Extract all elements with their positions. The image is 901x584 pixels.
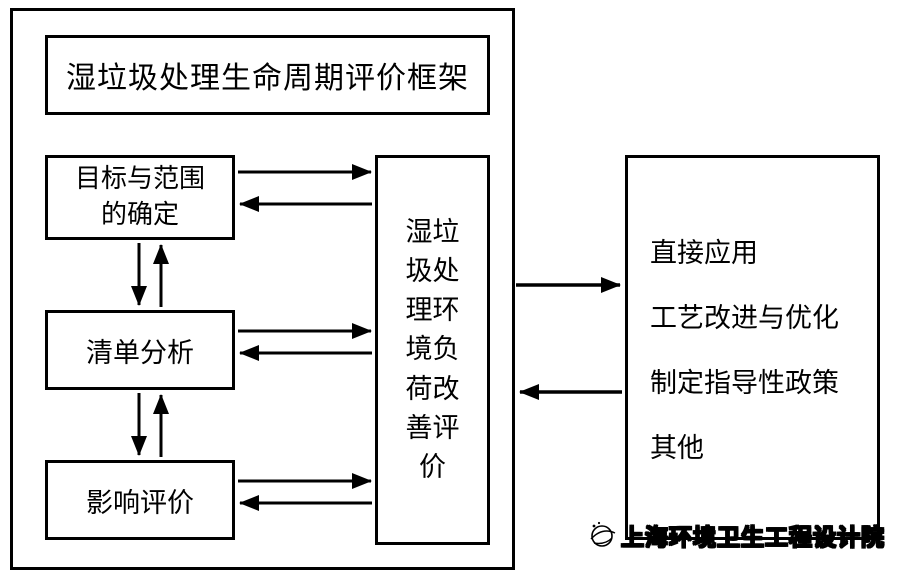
application-item-process-improvement: 工艺改进与优化 — [650, 302, 839, 334]
stage-goal-and-scope-box: 目标与范围的确定 — [45, 155, 235, 240]
watermark-text: 上海环境卫生工程设计院 — [620, 524, 885, 551]
institute-logo-icon — [590, 521, 616, 547]
application-item-other: 其他 — [650, 432, 704, 464]
application-box: 直接应用 工艺改进与优化 制定指导性政策 其他 — [625, 155, 880, 540]
application-item-policy: 制定指导性政策 — [650, 367, 839, 399]
lca-outer-frame — [10, 8, 515, 570]
watermark: 上海环境卫生工程设计院 — [585, 518, 885, 552]
stage-impact-assessment-box: 影响评价 — [45, 460, 235, 540]
application-item-direct-use: 直接应用 — [650, 237, 758, 269]
interpretation-box: 湿垃圾处理环境负荷改善评价 — [375, 155, 490, 545]
diagram-title-box: 湿垃圾处理生命周期评价框架 — [45, 35, 490, 115]
stage-inventory-analysis-box: 清单分析 — [45, 310, 235, 390]
